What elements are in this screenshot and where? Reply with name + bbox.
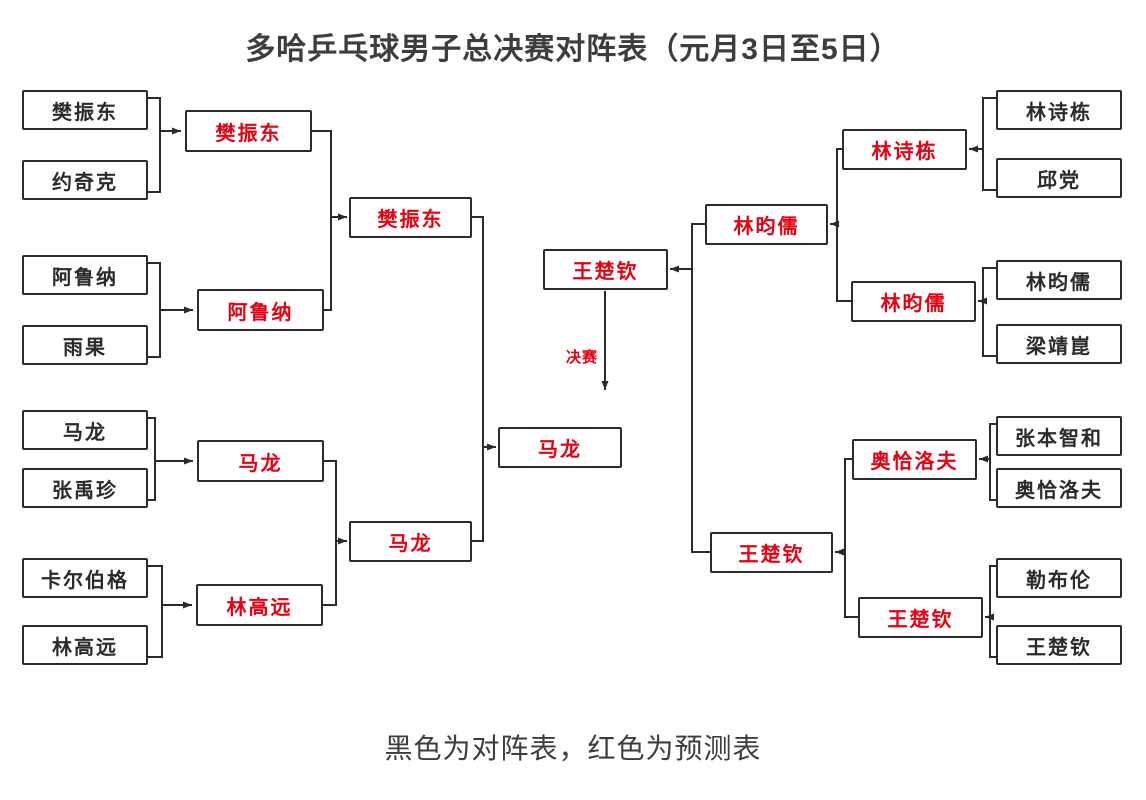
player-box-right-round1-0: 林诗栋 — [996, 90, 1122, 130]
player-box-right-round2-0: 林诗栋 — [842, 129, 967, 170]
player-box-left-round2-2: 马龙 — [197, 440, 324, 482]
right-round1-connectors — [969, 97, 996, 658]
player-box-left-round1-3: 雨果 — [22, 325, 148, 365]
player-box-left-round3-0: 樊振东 — [349, 197, 472, 238]
right-semifinal-connector — [670, 223, 710, 553]
player-box-left-round2-1: 阿鲁纳 — [197, 289, 324, 331]
player-box-right-round1-2: 林昀儒 — [996, 260, 1122, 300]
player-box-left-round1-2: 阿鲁纳 — [22, 255, 148, 295]
legend-caption: 黑色为对阵表，红色为预测表 — [384, 733, 762, 764]
player-box-left-round1-5: 张禹珍 — [22, 468, 148, 508]
player-box-left-finalist: 马龙 — [498, 427, 622, 468]
player-box-right-round3-0: 林昀儒 — [705, 204, 828, 245]
left-semifinal-connector — [472, 216, 496, 542]
player-box-right-round1-4: 张本智和 — [996, 416, 1122, 456]
player-box-right-round1-7: 王楚钦 — [996, 625, 1122, 665]
left-round2-connectors — [312, 130, 347, 606]
player-box-right-round2-3: 王楚钦 — [858, 597, 983, 638]
player-box-left-round1-7: 林高远 — [22, 625, 148, 665]
player-box-right-round3-1: 王楚钦 — [710, 532, 833, 573]
player-box-right-round1-1: 邱党 — [996, 158, 1122, 198]
player-box-right-round2-2: 奥恰洛夫 — [852, 439, 977, 480]
page-title: 多哈乒乓球男子总决赛对阵表（元月3日至5日） — [245, 33, 901, 66]
player-box-left-round1-0: 樊振东 — [22, 90, 148, 130]
final-match-label: 决赛 — [565, 349, 598, 366]
left-round1-connectors — [148, 97, 193, 658]
player-box-right-round1-5: 奥恰洛夫 — [996, 468, 1122, 508]
player-box-left-round3-1: 马龙 — [349, 521, 472, 562]
player-box-left-round1-4: 马龙 — [22, 410, 148, 450]
player-box-right-finalist: 王楚钦 — [543, 249, 668, 290]
right-round2-connectors — [830, 148, 858, 618]
player-box-left-round1-1: 约奇克 — [22, 160, 148, 200]
player-box-right-round2-1: 林昀儒 — [851, 281, 976, 322]
player-box-right-round1-6: 勒布伦 — [996, 558, 1122, 598]
player-box-left-round2-3: 林高远 — [196, 584, 323, 626]
player-box-right-round1-3: 梁靖崑 — [996, 324, 1122, 364]
player-box-left-round1-6: 卡尔伯格 — [22, 558, 148, 598]
player-box-left-round2-0: 樊振东 — [185, 110, 312, 152]
